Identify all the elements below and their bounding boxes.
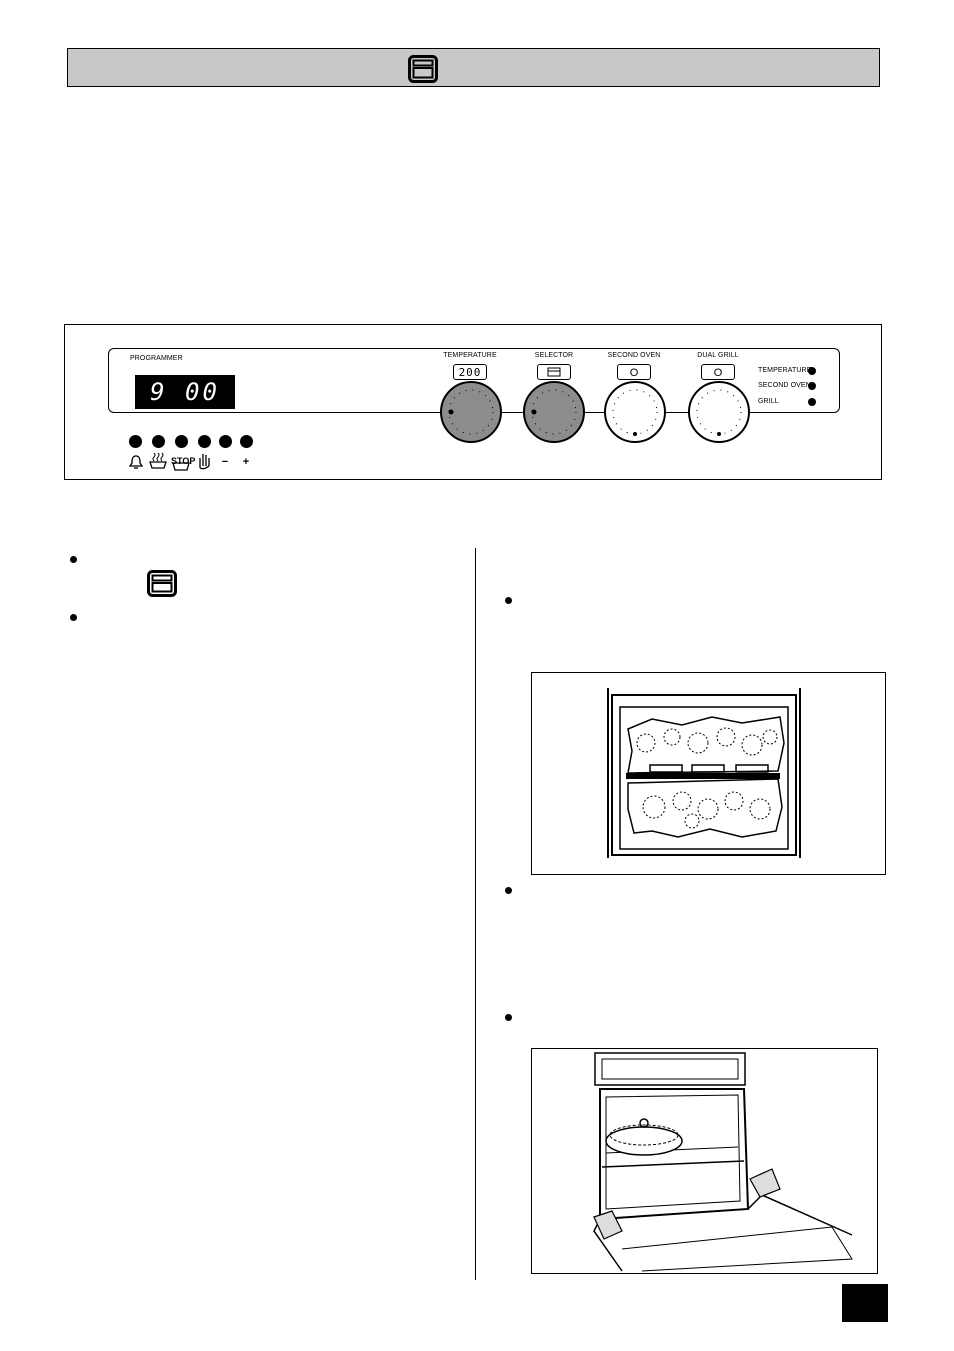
knob-markings-icon <box>531 389 577 435</box>
section-header-bar <box>67 48 880 87</box>
grill-indicator-label: GRILL <box>758 398 779 405</box>
temperature-knob-tag: 200 <box>453 364 487 380</box>
stop-time-icon: STOP <box>171 456 196 466</box>
bullet-point <box>505 887 512 894</box>
main-oven-icon <box>408 55 438 83</box>
plus-button[interactable] <box>240 435 253 448</box>
grill-indicator-lamp <box>808 398 816 406</box>
temperature-knob[interactable] <box>440 381 502 443</box>
temperature-indicator-label: TEMPERATURE <box>758 367 812 374</box>
column-divider <box>475 548 476 1280</box>
dual-grill-knob-tag: O <box>701 364 735 380</box>
selector-knob[interactable] <box>523 381 585 443</box>
knob-markings-icon <box>448 389 494 435</box>
second-oven-indicator-lamp <box>808 382 816 390</box>
pan-icon <box>172 462 190 471</box>
knob-markings-icon <box>696 389 742 436</box>
cook-time-icon <box>149 452 167 469</box>
bullet-point <box>505 1014 512 1021</box>
bell-icon <box>128 455 144 469</box>
stop-time-button[interactable] <box>175 435 188 448</box>
second-oven-indicator-label: SECOND OVEN <box>758 382 811 389</box>
bullet-point <box>70 556 77 563</box>
manual-hand-icon <box>199 454 210 470</box>
minus-button[interactable] <box>219 435 232 448</box>
programmer-label: PROGRAMMER <box>130 355 183 362</box>
programmer-display: 9 00 <box>135 375 235 409</box>
second-oven-knob-label: SECOND OVEN <box>607 352 661 359</box>
temperature-indicator-lamp <box>808 367 816 375</box>
manual-button[interactable] <box>198 435 211 448</box>
page-number-box <box>842 1284 888 1322</box>
knob-markings-icon <box>612 389 658 436</box>
open-oven-illustration <box>531 1048 878 1274</box>
bullet-point <box>505 597 512 604</box>
open-oven-drawing <box>593 1052 853 1272</box>
oven-interior-illustration <box>531 672 886 875</box>
selector-knob-label: SELECTOR <box>534 352 574 359</box>
dual-grill-knob[interactable] <box>688 381 750 443</box>
second-oven-knob-tag: O <box>617 364 651 380</box>
temperature-knob-label: TEMPERATURE <box>443 352 497 359</box>
main-oven-icon <box>147 570 177 597</box>
oven-symbol-icon <box>547 367 561 377</box>
bullet-point <box>70 614 77 621</box>
cook-time-button[interactable] <box>152 435 165 448</box>
plus-icon: + <box>242 456 250 468</box>
minus-icon: − <box>221 456 229 468</box>
dual-grill-knob-label: DUAL GRILL <box>697 352 739 359</box>
second-oven-knob[interactable] <box>604 381 666 443</box>
minute-minder-button[interactable] <box>129 435 142 448</box>
oven-liner-drawing <box>607 688 801 858</box>
control-panel <box>64 324 882 480</box>
selector-knob-tag <box>537 364 571 380</box>
